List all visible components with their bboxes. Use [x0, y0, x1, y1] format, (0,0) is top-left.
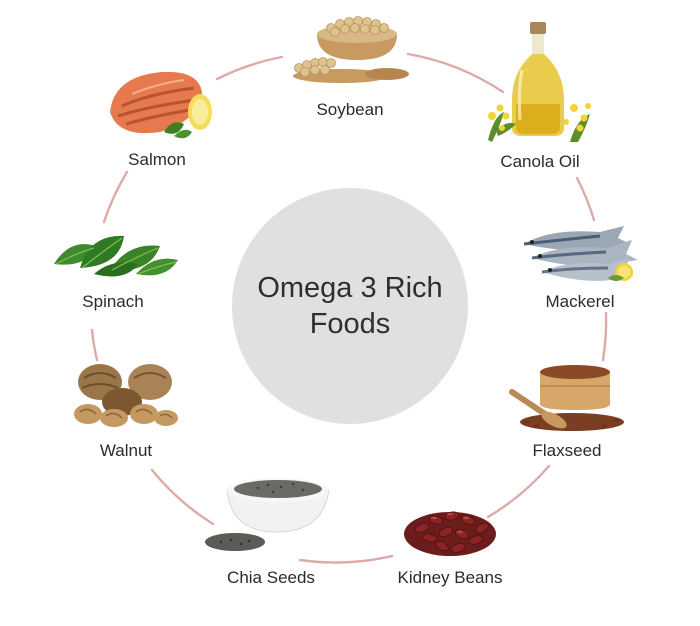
oil-bottle-icon	[486, 20, 594, 144]
food-label-spinach: Spinach	[33, 292, 193, 312]
flaxseed-bowl-icon	[506, 356, 626, 434]
food-label-mackerel: Mackerel	[500, 292, 660, 312]
kidney-beans-icon	[400, 494, 500, 560]
food-label-soybean: Soybean	[270, 100, 430, 120]
center-title: Omega 3 Rich Foods	[232, 188, 468, 424]
center-title-line1: Omega 3 Rich	[257, 272, 443, 304]
center-title-line2: Foods	[309, 308, 391, 340]
food-label-walnut: Walnut	[46, 441, 206, 461]
food-label-flaxseed: Flaxseed	[487, 441, 647, 461]
salmon-icon	[104, 66, 216, 142]
walnut-icon	[70, 360, 180, 430]
mackerel-fish-icon	[520, 222, 652, 286]
food-label-chia-seeds: Chia Seeds	[191, 568, 351, 588]
soybean-bowl-icon	[287, 10, 413, 88]
food-label-salmon: Salmon	[77, 150, 237, 170]
spinach-icon	[50, 224, 180, 284]
chia-seeds-bowl-icon	[203, 470, 331, 556]
food-label-kidney-beans: Kidney Beans	[370, 568, 530, 588]
food-label-canola-oil: Canola Oil	[460, 152, 620, 172]
